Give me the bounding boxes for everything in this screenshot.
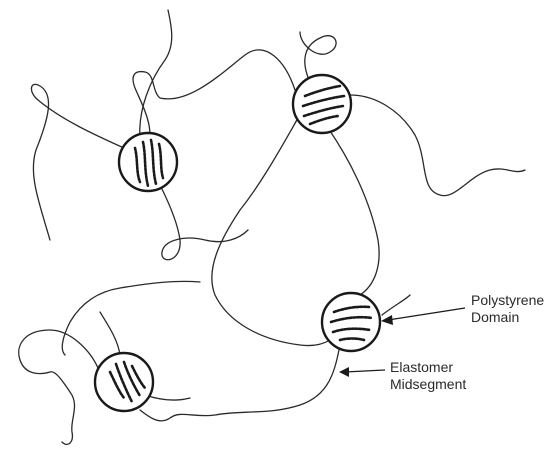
polystyrene-label-line-1: Polystyrene: [471, 292, 545, 308]
polystyrene-domain-label: Polystyrene Domain: [471, 292, 544, 326]
elastomer-chain: [99, 311, 121, 356]
elastomer-chain: [381, 294, 411, 316]
elastomer-pointer-arrow: [339, 367, 386, 377]
polystyrene-domain: [117, 131, 179, 193]
elastomer-chains: [18, 9, 526, 446]
elastomer-chain: [349, 94, 526, 197]
elastomer-chain: [30, 83, 125, 241]
elastomer-chain: [132, 49, 296, 136]
polystyrene-pointer-arrow: [381, 307, 466, 325]
elastomer-chain: [139, 9, 173, 139]
polystyrene-domain: [320, 291, 382, 353]
elastomer-chain: [159, 184, 249, 261]
elastomer-label-line-2: Midsegment: [390, 376, 467, 392]
elastomer-label-line-1: Elastomer: [390, 359, 454, 375]
elastomer-chain: [299, 31, 337, 83]
elastomer-chain: [144, 394, 191, 401]
elastomer-chain: [139, 344, 341, 422]
elastomer-midsegment-label: Elastomer Midsegment: [390, 359, 466, 393]
elastomer-chain: [18, 329, 99, 446]
elastomer-chain: [211, 117, 331, 347]
polystyrene-domain: [291, 73, 353, 135]
polystyrene-domain: [93, 351, 155, 413]
elastomer-chain: [327, 127, 380, 296]
polystyrene-label-line-2: Domain: [471, 309, 520, 325]
elastomer-chain: [61, 280, 201, 356]
